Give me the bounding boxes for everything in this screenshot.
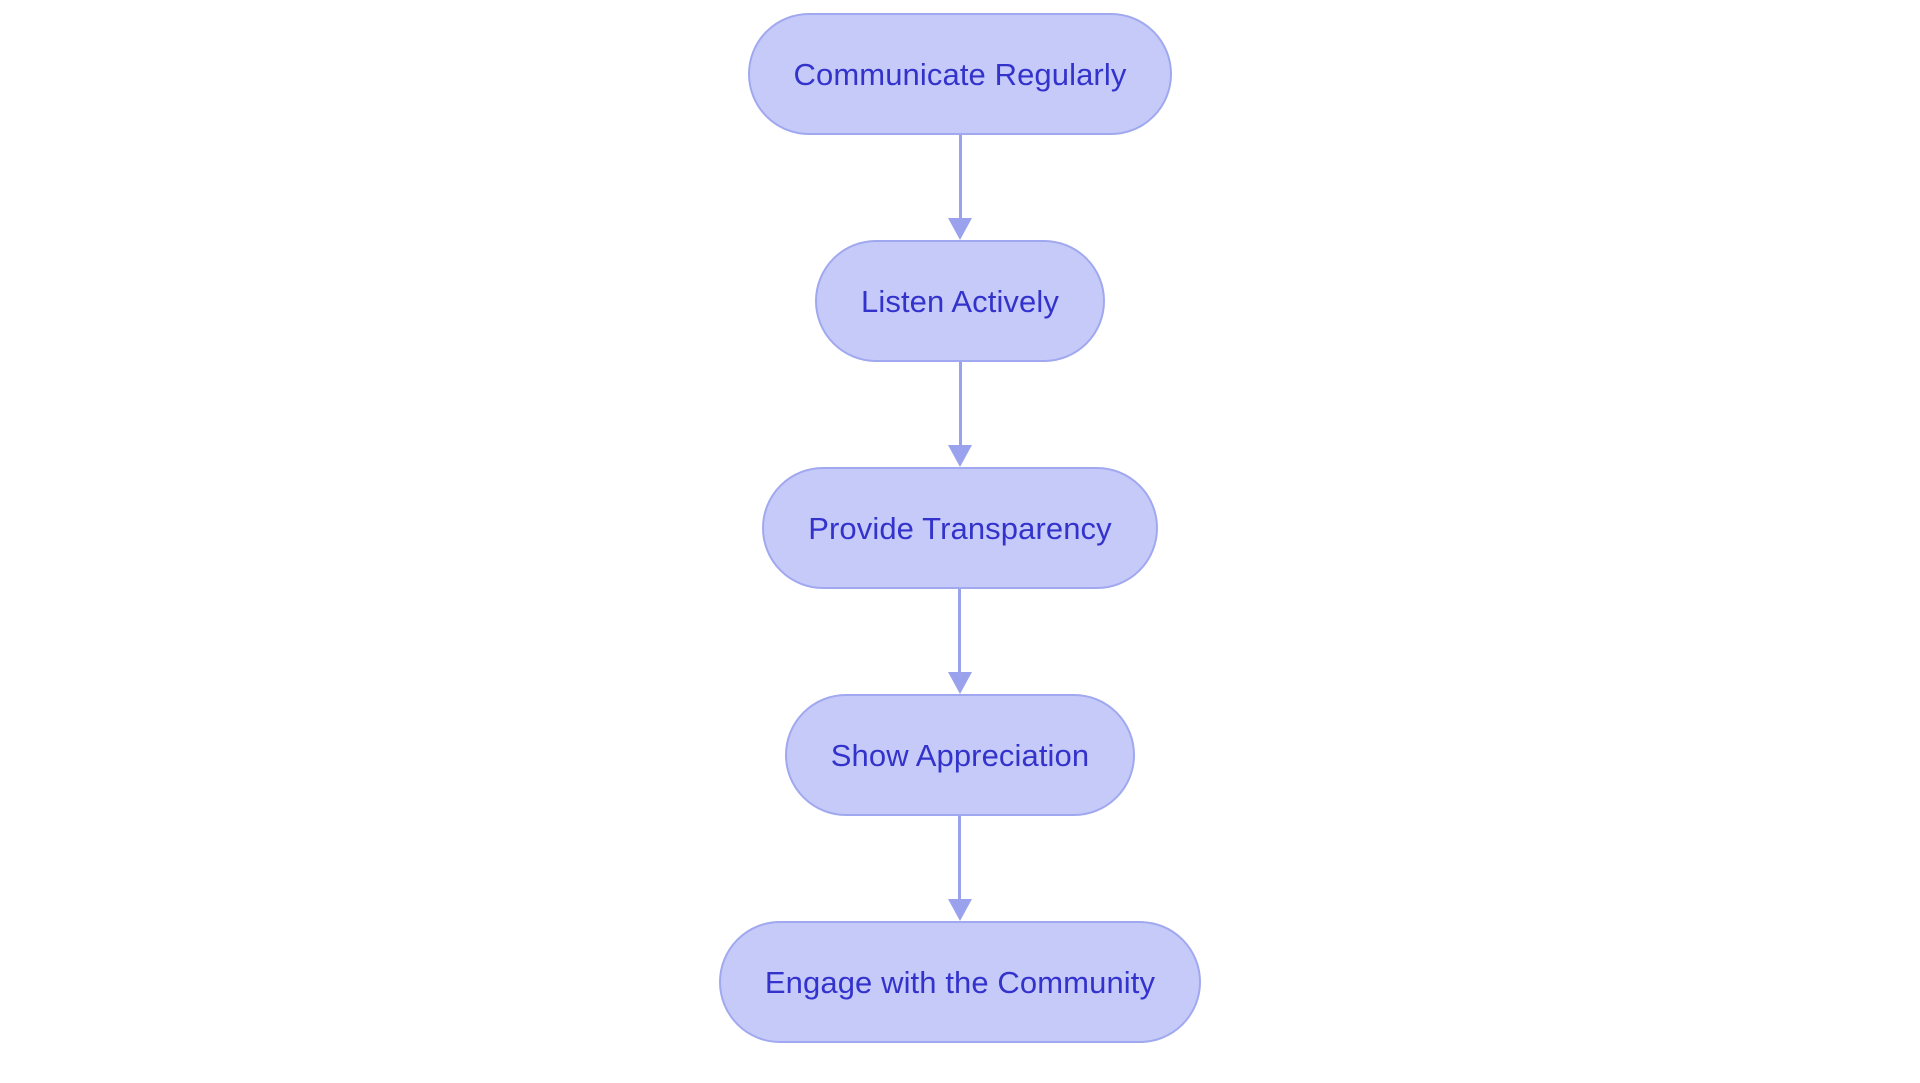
flow-step-5: Engage with the Community (718, 921, 1202, 1043)
arrow-down-icon-1 (947, 135, 973, 240)
connector-arrowhead (947, 899, 972, 921)
flow-step-4: Show Appreciation (784, 694, 1136, 921)
connector-stem (958, 362, 962, 445)
flowchart-node-engage-with-the-community[interactable]: Engage with the Community (718, 921, 1202, 1043)
flowchart-node-show-appreciation[interactable]: Show Appreciation (784, 694, 1136, 816)
flowchart-node-label: Engage with the Community (764, 964, 1156, 1000)
flowchart-node-listen-actively[interactable]: Listen Actively (815, 240, 1105, 362)
connector-arrowhead (947, 672, 972, 694)
arrow-down-icon-4 (947, 816, 973, 921)
flowchart-node-provide-transparency[interactable]: Provide Transparency (762, 467, 1158, 589)
connector-arrowhead (948, 445, 972, 467)
flowchart-node-communicate-regularly[interactable]: Communicate Regularly (747, 13, 1173, 135)
connector-arrowhead (948, 218, 972, 240)
flow-step-2: Listen Actively (815, 240, 1105, 467)
connector-stem (958, 135, 962, 218)
flowchart-node-label: Provide Transparency (808, 510, 1112, 546)
connector-stem (958, 589, 962, 672)
arrow-down-icon-2 (947, 362, 973, 467)
flowchart-node-label: Listen Actively (861, 283, 1059, 319)
arrow-down-icon-3 (947, 589, 973, 694)
connector-stem (958, 816, 962, 899)
flowchart-node-label: Communicate Regularly (793, 56, 1127, 92)
flowchart-node-label: Show Appreciation (830, 737, 1090, 773)
flow-step-1: Communicate Regularly (747, 13, 1173, 240)
flow-step-3: Provide Transparency (762, 467, 1158, 694)
